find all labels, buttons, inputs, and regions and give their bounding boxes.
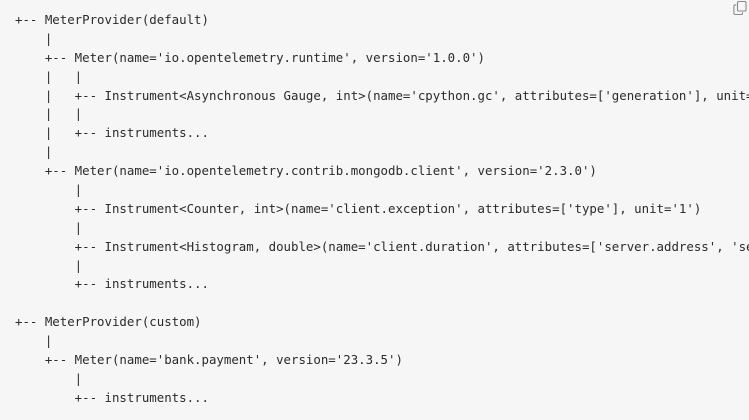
code-line (15, 294, 749, 313)
code-line: +-- MeterProvider(custom) (15, 314, 202, 330)
code-line: | +-- Instrument<Asynchronous Gauge, int… (15, 87, 749, 103)
copy-button[interactable] (733, 1, 747, 15)
code-line: | (15, 370, 83, 386)
code-line: | (15, 144, 53, 160)
code-line: | (15, 30, 53, 46)
code-line: | (15, 219, 83, 235)
code-line: +-- Meter(name='bank.payment', version='… (15, 352, 403, 368)
code-line: | | (15, 68, 83, 84)
code-line: +-- Meter(name='io.opentelemetry.runtime… (15, 49, 485, 65)
copy-icon (733, 1, 747, 15)
code-line: | +-- instruments... (15, 125, 209, 141)
code-line: +-- Instrument<Histogram, double>(name='… (74, 238, 749, 254)
code-line: | | (15, 106, 83, 122)
code-line: +-- instruments... (15, 389, 209, 405)
code-line: +-- Instrument<Counter, int>(name='clien… (15, 200, 702, 216)
code-content: +-- MeterProvider(default) | +-- Meter(n… (15, 12, 749, 405)
code-line: | (15, 257, 83, 273)
code-line: +-- instruments... (15, 276, 209, 292)
code-line: +-- Meter(name='io.opentelemetry.contrib… (15, 163, 597, 179)
code-line: | (15, 333, 53, 349)
code-line: | (15, 182, 83, 198)
code-line: +-- MeterProvider(default) (15, 12, 209, 27)
